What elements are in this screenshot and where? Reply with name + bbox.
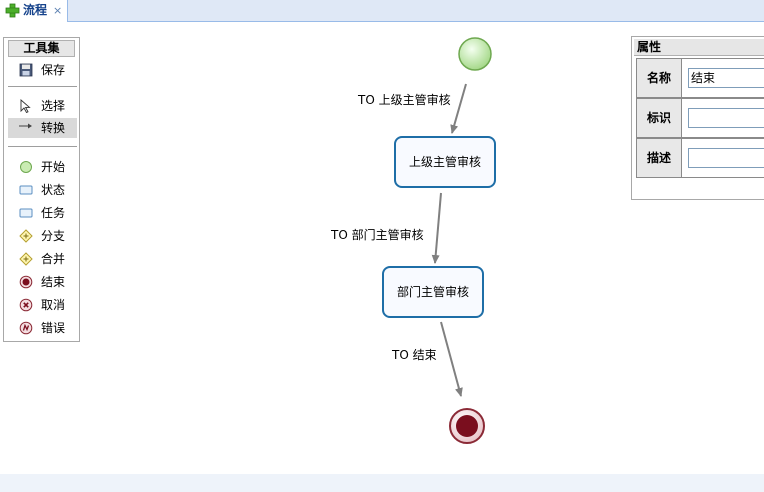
tab-title: 流程 — [23, 3, 48, 17]
properties-panel: 属性 名称 结束 标识 描述 — [631, 36, 764, 200]
tab-close-button[interactable]: × — [53, 4, 63, 17]
tool-transition[interactable]: 转换 — [8, 118, 77, 138]
tool-label: 选择 — [41, 99, 66, 113]
tool-label: 错误 — [41, 321, 66, 335]
edge-label-to-n2: TO 部门主管审核 — [331, 228, 424, 242]
tool-error[interactable]: 错误 — [8, 318, 77, 338]
tool-join[interactable]: 合并 — [8, 249, 77, 269]
prop-value-cell — [682, 138, 764, 178]
edge-n2-to-end[interactable] — [440, 321, 463, 397]
tool-label: 取消 — [41, 298, 66, 312]
floppy-disk-icon — [19, 63, 33, 77]
description-field[interactable] — [688, 148, 764, 168]
arrow-right-icon — [19, 123, 32, 129]
toolbox-divider — [8, 86, 77, 87]
tool-start[interactable]: 开始 — [8, 157, 77, 177]
cancel-circle-icon — [19, 298, 33, 312]
edge-label-to-n1: TO 上级主管审核 — [358, 93, 451, 107]
tool-cancel[interactable]: 取消 — [8, 295, 77, 315]
prop-row-id: 标识 — [636, 98, 764, 138]
fork-diamond-icon — [19, 229, 33, 243]
tool-label: 保存 — [41, 63, 66, 77]
prop-row-description: 描述 — [636, 138, 764, 178]
name-field[interactable]: 结束 — [688, 68, 764, 88]
start-event[interactable] — [457, 36, 493, 72]
pointer-icon — [20, 99, 31, 113]
tool-label: 开始 — [41, 160, 66, 174]
prop-label: 标识 — [636, 98, 682, 138]
task-rect-icon — [19, 208, 33, 218]
prop-row-name: 名称 结束 — [636, 58, 764, 98]
tool-label: 状态 — [41, 183, 66, 197]
task-node-label: 部门主管审核 — [396, 285, 469, 299]
tool-label: 结束 — [41, 275, 66, 289]
tool-task[interactable]: 任务 — [8, 203, 77, 223]
end-circle-icon — [19, 275, 33, 289]
tool-label: 任务 — [41, 206, 66, 220]
diagram-canvas[interactable]: TO 上级主管审核 TO 部门主管审核 TO 结束 上级主管审核 部门主管审核 — [0, 23, 764, 473]
prop-value-cell — [682, 98, 764, 138]
end-event[interactable] — [448, 407, 486, 445]
tool-label: 合并 — [41, 252, 66, 266]
tool-fork[interactable]: 分支 — [8, 226, 77, 246]
start-circle-icon — [20, 161, 32, 173]
diagram-edges — [431, 83, 467, 397]
task-node-department-review[interactable]: 部门主管审核 — [382, 266, 484, 318]
id-field[interactable] — [688, 108, 764, 128]
tool-end[interactable]: 结束 — [8, 272, 77, 292]
state-rect-icon — [19, 185, 33, 195]
prop-value-cell: 结束 — [682, 58, 764, 98]
join-diamond-icon — [19, 252, 33, 266]
tab-process[interactable]: 流程 × — [0, 0, 68, 22]
toolbox-divider — [8, 146, 77, 147]
tool-select[interactable]: 选择 — [8, 96, 77, 116]
task-node-superior-review[interactable]: 上级主管审核 — [394, 136, 496, 188]
toolbox-title: 工具集 — [8, 40, 75, 57]
bottom-strip — [0, 474, 764, 492]
edge-label-to-end: TO 结束 — [392, 348, 437, 362]
edge-start-to-n1[interactable] — [450, 83, 467, 134]
prop-label: 描述 — [636, 138, 682, 178]
toolbox-panel: 工具集 保存 选择 转换 开始 状态 — [3, 37, 80, 342]
green-plus-icon — [5, 3, 20, 18]
tool-label: 转换 — [41, 121, 66, 135]
error-circle-icon — [19, 321, 33, 335]
tool-label: 分支 — [41, 229, 66, 243]
edge-n1-to-n2[interactable] — [431, 192, 442, 264]
tool-state[interactable]: 状态 — [8, 180, 77, 200]
tab-bar: 流程 × — [0, 0, 764, 22]
tool-save[interactable]: 保存 — [8, 60, 77, 80]
task-node-label: 上级主管审核 — [408, 155, 481, 169]
prop-label: 名称 — [636, 58, 682, 98]
properties-title: 属性 — [634, 39, 764, 56]
